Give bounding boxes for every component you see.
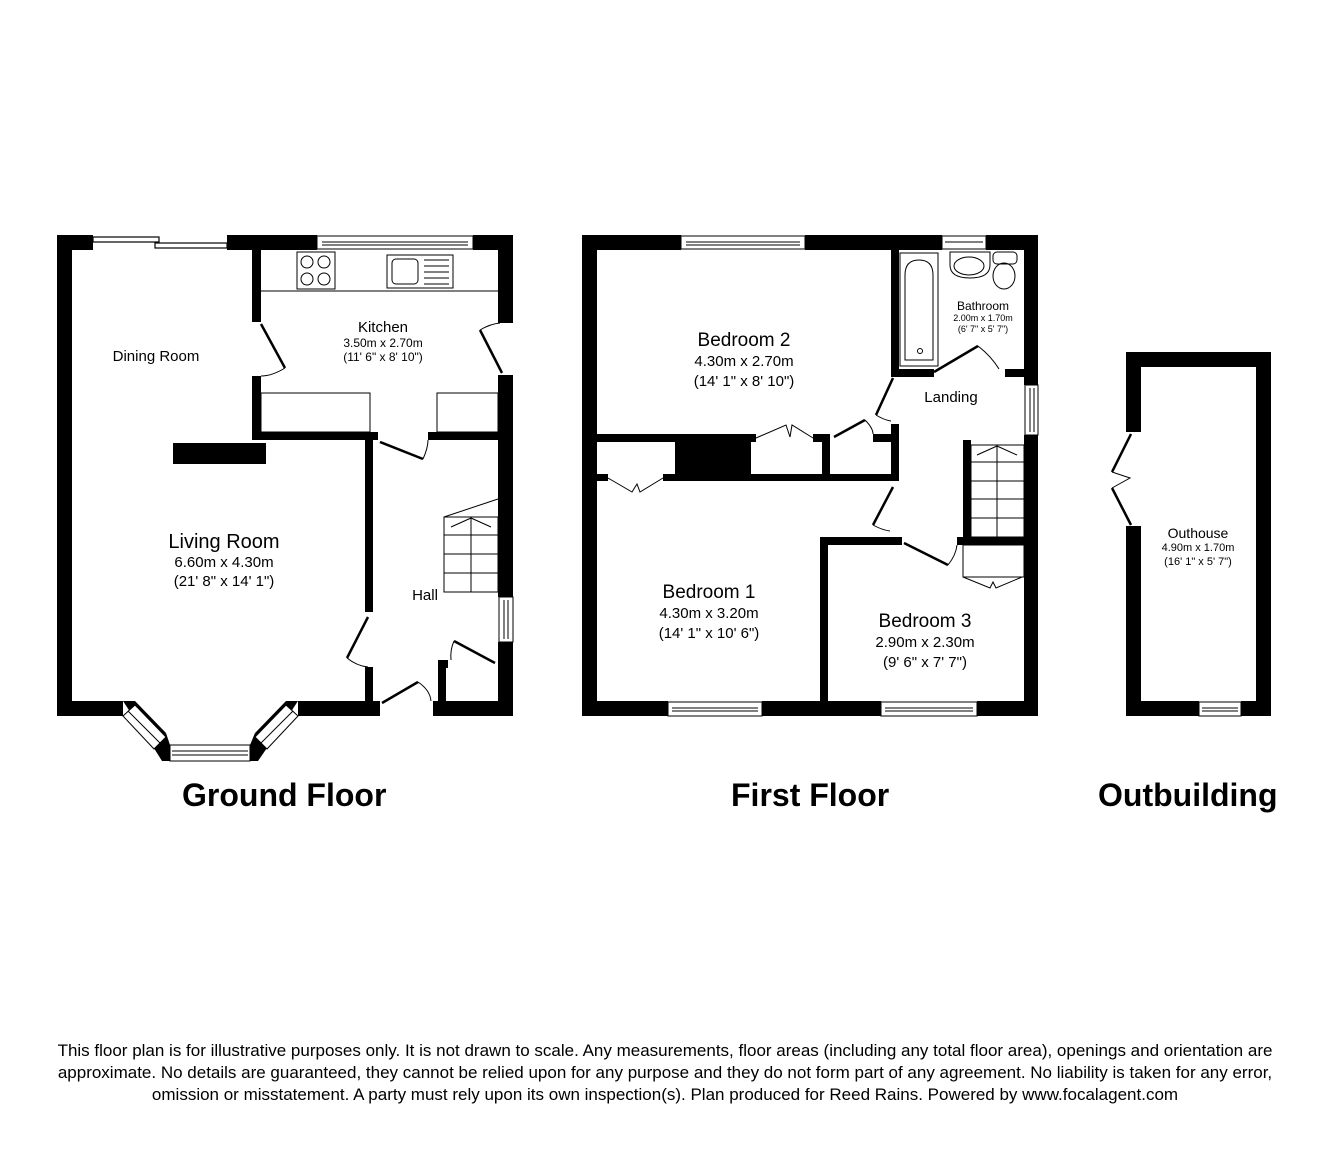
room-name: Outhouse bbox=[1167, 525, 1229, 541]
room-name: Bathroom bbox=[956, 299, 1010, 313]
room-size-metric: 4.30m x 3.20m bbox=[659, 605, 759, 622]
floor-title-outbuilding: Outbuilding bbox=[1098, 777, 1278, 813]
room-size-imperial: (14' 1" x 10' 6") bbox=[658, 625, 760, 642]
room-label-dining-room: Dining Room bbox=[113, 348, 200, 365]
room-size-metric: 2.90m x 2.30m bbox=[875, 634, 975, 651]
room-name: Living Room bbox=[168, 531, 280, 553]
room-label-bedroom-2: Bedroom 2 4.30m x 2.70m (14' 1" x 8' 10"… bbox=[694, 330, 795, 392]
floor-title-ground: Ground Floor bbox=[182, 777, 387, 813]
room-label-hall: Hall bbox=[412, 587, 438, 604]
room-name: Kitchen bbox=[357, 319, 409, 336]
room-label-bedroom-1: Bedroom 1 4.30m x 3.20m (14' 1" x 10' 6"… bbox=[659, 582, 760, 644]
room-label-kitchen: Kitchen 3.50m x 2.70m (11' 6" x 8' 10") bbox=[343, 319, 423, 365]
disclaimer-text: This floor plan is for illustrative purp… bbox=[57, 1041, 1273, 1104]
outbuilding-plan bbox=[1110, 352, 1271, 717]
room-size-metric: 2.00m x 1.70m bbox=[953, 313, 1013, 323]
room-size-metric: 4.30m x 2.70m bbox=[694, 353, 794, 370]
ground-floor-plan bbox=[57, 235, 514, 762]
room-size-imperial: (11' 6" x 8' 10") bbox=[343, 350, 423, 364]
room-name: Bedroom 2 bbox=[697, 330, 791, 351]
room-size-imperial: (14' 1" x 8' 10") bbox=[693, 373, 795, 390]
room-name: Landing bbox=[924, 389, 978, 406]
room-label-landing: Landing bbox=[924, 389, 977, 406]
room-size-metric: 3.50m x 2.70m bbox=[343, 336, 423, 350]
room-label-bedroom-3: Bedroom 3 2.90m x 2.30m (9' 6" x 7' 7") bbox=[875, 611, 974, 673]
room-name: Bedroom 1 bbox=[662, 582, 756, 603]
room-size-metric: 6.60m x 4.30m bbox=[174, 554, 274, 571]
room-label-living-room: Living Room 6.60m x 4.30m (21' 8" x 14' … bbox=[168, 531, 279, 591]
room-size-metric: 4.90m x 1.70m bbox=[1161, 542, 1235, 554]
room-label-outhouse: Outhouse 4.90m x 1.70m (16' 1" x 5' 7") bbox=[1162, 526, 1235, 569]
room-label-bathroom: Bathroom 2.00m x 1.70m (6' 7" x 5' 7") bbox=[953, 300, 1013, 335]
room-name: Bedroom 3 bbox=[878, 611, 972, 632]
room-size-imperial: (9' 6" x 7' 7") bbox=[883, 654, 967, 671]
room-size-imperial: (21' 8" x 14' 1") bbox=[173, 573, 275, 590]
first-floor-plan bbox=[582, 235, 1039, 717]
room-size-imperial: (6' 7" x 5' 7") bbox=[957, 324, 1009, 334]
room-name: Hall bbox=[412, 587, 438, 604]
room-name: Dining Room bbox=[112, 348, 200, 365]
floor-title-first: First Floor bbox=[731, 777, 890, 813]
room-size-imperial: (16' 1" x 5' 7") bbox=[1164, 556, 1232, 568]
